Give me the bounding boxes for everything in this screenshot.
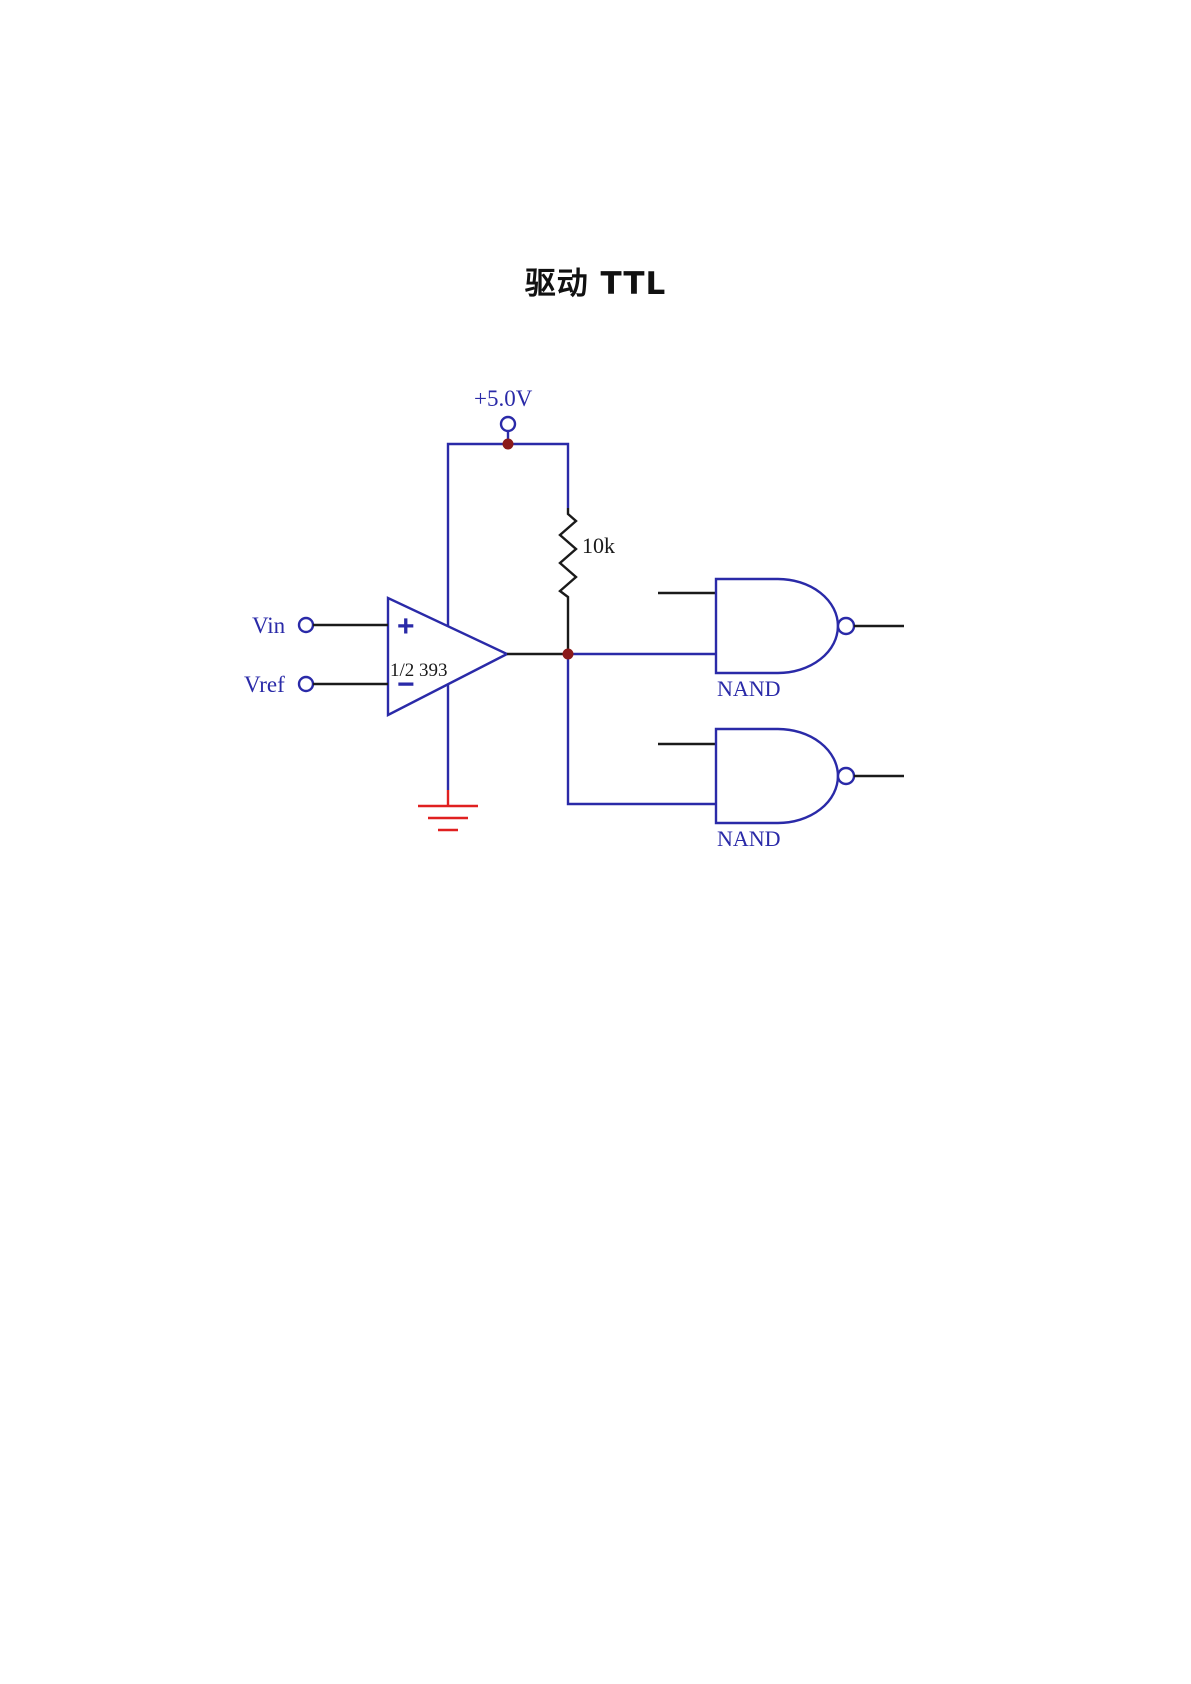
gate1-label: NAND: [717, 676, 781, 701]
plus-sign: +: [397, 610, 415, 643]
comparator-393: + − 1/2 393: [388, 598, 507, 790]
vref-label: Vref: [244, 672, 285, 697]
nand-gate-icon: [716, 579, 838, 673]
gate2-label: NAND: [717, 826, 781, 851]
vin-label: Vin: [252, 613, 286, 638]
ground-icon: [418, 790, 478, 830]
nand-gate-icon: [716, 729, 838, 823]
inversion-bubble-icon: [838, 768, 854, 784]
output-to-gate2-wire: [568, 654, 716, 804]
supply-junction-dot: [503, 439, 514, 450]
vin-terminal-icon: [299, 618, 313, 632]
supply-terminal-icon: [501, 417, 515, 431]
vref-terminal-icon: [299, 677, 313, 691]
output-junction-dot: [563, 649, 574, 660]
resistor-label: 10k: [582, 533, 615, 558]
input-vref: Vref: [244, 672, 388, 697]
supply-label: +5.0V: [474, 386, 533, 411]
comparator-label: 1/2 393: [390, 660, 448, 681]
supply-terminal: +5.0V: [474, 386, 533, 444]
inversion-bubble-icon: [838, 618, 854, 634]
input-vin: Vin: [252, 613, 388, 638]
pullup-resistor: 10k: [560, 508, 615, 654]
nand-gate-bottom: NAND: [658, 729, 904, 851]
resistor-zigzag-icon: [560, 508, 576, 605]
nand-gate-top: NAND: [658, 579, 904, 701]
supply-rail-wire: [448, 444, 568, 652]
